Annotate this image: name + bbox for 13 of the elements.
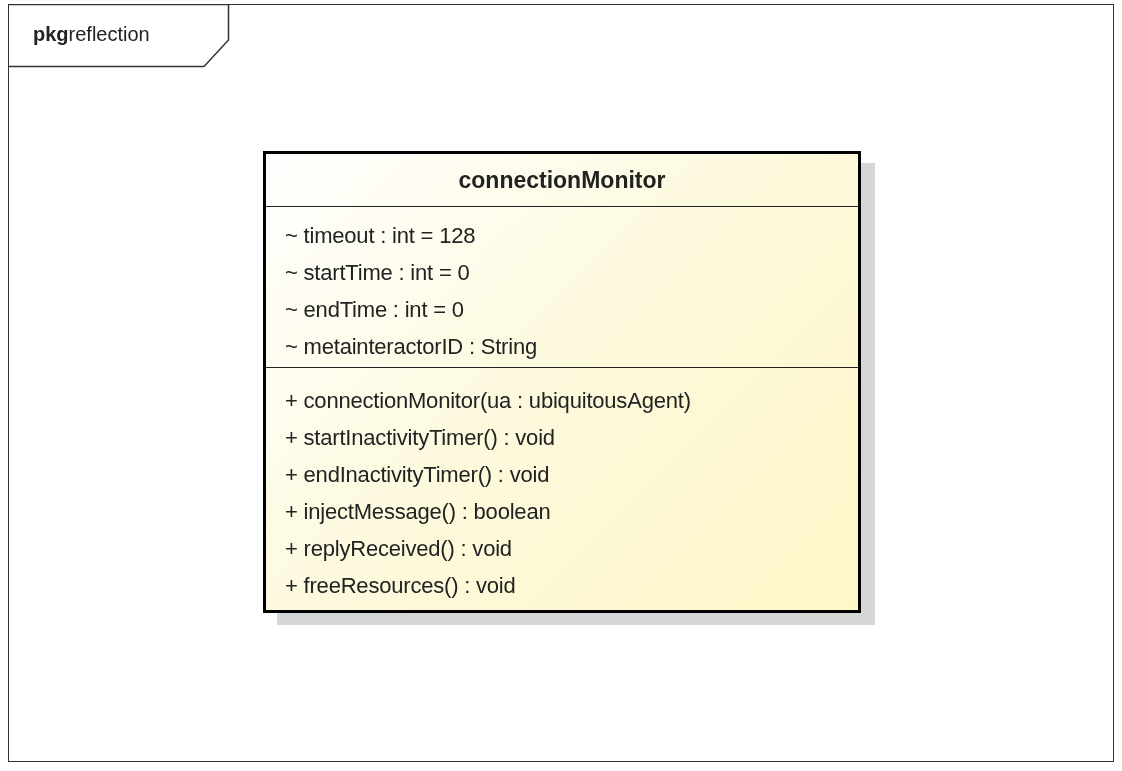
operation-text: + connectionMonitor(ua : ubiquitousAgent) [285, 387, 692, 415]
operation-text: + injectMessage() : boolean [285, 498, 552, 526]
class-name: connectionMonitor [266, 154, 858, 207]
package-frame [8, 4, 1114, 762]
attribute-text: ~ metainteractorID : String [285, 333, 538, 361]
operation-text: + endInactivityTimer() : void [285, 461, 551, 489]
package-name: pkgreflection [33, 23, 150, 46]
operation-text: + freeResources() : void [285, 572, 517, 600]
operation-text: + startInactivityTimer() : void [285, 424, 556, 452]
attribute-text: ~ startTime : int = 0 [285, 259, 471, 287]
operation-text: + replyReceived() : void [285, 535, 513, 563]
attribute-text: ~ endTime : int = 0 [285, 296, 465, 324]
attribute-text: ~ timeout : int = 128 [285, 222, 477, 250]
